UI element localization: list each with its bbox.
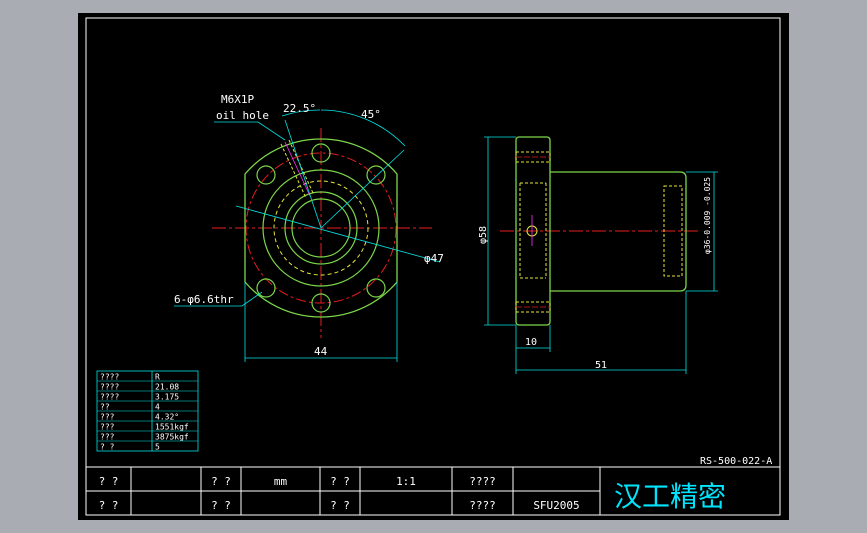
dia-pitch-label: φ47 xyxy=(424,252,444,265)
spec-value: 5 xyxy=(155,443,160,452)
title-block-cell: ? ? xyxy=(330,499,350,512)
spec-value: 4 xyxy=(155,403,160,412)
spec-table: ???? R???? 21.08???? 3.175?? 4??? 4.32°??? 155… xyxy=(96,370,199,452)
bore-outer-circle xyxy=(284,191,358,265)
bolt-hole xyxy=(311,293,331,313)
bolt-hole xyxy=(366,278,386,298)
body-outer-circle xyxy=(262,169,380,287)
spec-label: ? ? xyxy=(100,443,115,452)
holes-callout-leader xyxy=(174,291,263,307)
bore-inner-circle xyxy=(291,198,351,258)
title-block-cell: ? ? xyxy=(330,475,350,488)
spec-label: ???? xyxy=(100,373,119,382)
spec-value: 1551kgf xyxy=(155,423,189,432)
title-block-cell: ???? xyxy=(469,499,496,512)
hidden-thread xyxy=(663,185,683,277)
angle-arc-large xyxy=(320,109,406,147)
title-block: ? ? ? ? mm ? ? 1:1???? ? ? ? ? ? ????? SFU2005 汉… xyxy=(85,466,781,516)
angle-ref-line xyxy=(284,119,322,229)
title-block-cell: ? ? xyxy=(211,499,231,512)
bolt-pitch-circle xyxy=(245,152,397,304)
company-name: 汉工精密 xyxy=(614,480,726,513)
front-view: M6X1P oil hole 22.5° 45° φ47 6-φ6.6thr 4… xyxy=(174,93,444,362)
drawing-number: RS-500-022-A xyxy=(700,456,772,467)
dia-leader xyxy=(235,205,441,263)
dia-body-label: φ36-0.009 -0.025 xyxy=(703,177,712,254)
spec-value: 3.175 xyxy=(155,393,179,402)
angle-large-label: 45° xyxy=(361,108,381,121)
side-view: φ58 φ36-0.009 -0.025 10 51 xyxy=(478,136,718,374)
title-block-cell: ? ? xyxy=(211,475,231,488)
drawing-sheet xyxy=(78,13,789,520)
spec-label: ??? xyxy=(100,433,115,442)
side-flange xyxy=(515,136,551,326)
spec-label: ?? xyxy=(100,403,110,412)
length-label: 51 xyxy=(595,360,607,371)
spec-value: 4.32° xyxy=(155,413,179,422)
holes-callout-label: 6-φ6.6thr xyxy=(174,293,234,306)
angle-small-label: 22.5° xyxy=(283,102,316,115)
spec-value: 3875kgf xyxy=(155,433,189,442)
bolt-hole xyxy=(256,278,276,298)
dia-flange-label: φ58 xyxy=(478,226,489,244)
angle-ref-line xyxy=(320,149,405,229)
title-block-cell: 1:1 xyxy=(396,475,416,488)
thread-circle xyxy=(273,180,369,276)
spec-label: ???? xyxy=(100,383,119,392)
side-body xyxy=(550,171,687,292)
spec-label: ???? xyxy=(100,393,119,402)
title-block-cell: ? ? xyxy=(99,499,119,512)
title-block-cell: mm xyxy=(274,475,288,488)
spec-label: ??? xyxy=(100,413,115,422)
callout-oil: oil hole xyxy=(216,109,269,122)
spec-label: ??? xyxy=(100,423,115,432)
oil-hole-axis xyxy=(284,141,311,197)
bolt-hole xyxy=(311,143,331,163)
bolt-hole xyxy=(256,165,276,185)
oil-callout-leader xyxy=(214,121,286,141)
title-block-cell: SFU2005 xyxy=(533,499,579,512)
title-block-cell: ? ? xyxy=(99,475,119,488)
angle-arc-small xyxy=(281,109,321,117)
title-block-cell: ???? xyxy=(469,475,496,488)
flange-thick-label: 10 xyxy=(525,337,537,348)
width-dim-label: 44 xyxy=(314,345,328,358)
spec-value: R xyxy=(155,373,160,382)
callout-thread: M6X1P xyxy=(221,93,254,106)
bolt-hole xyxy=(366,165,386,185)
spec-value: 21.08 xyxy=(155,383,179,392)
